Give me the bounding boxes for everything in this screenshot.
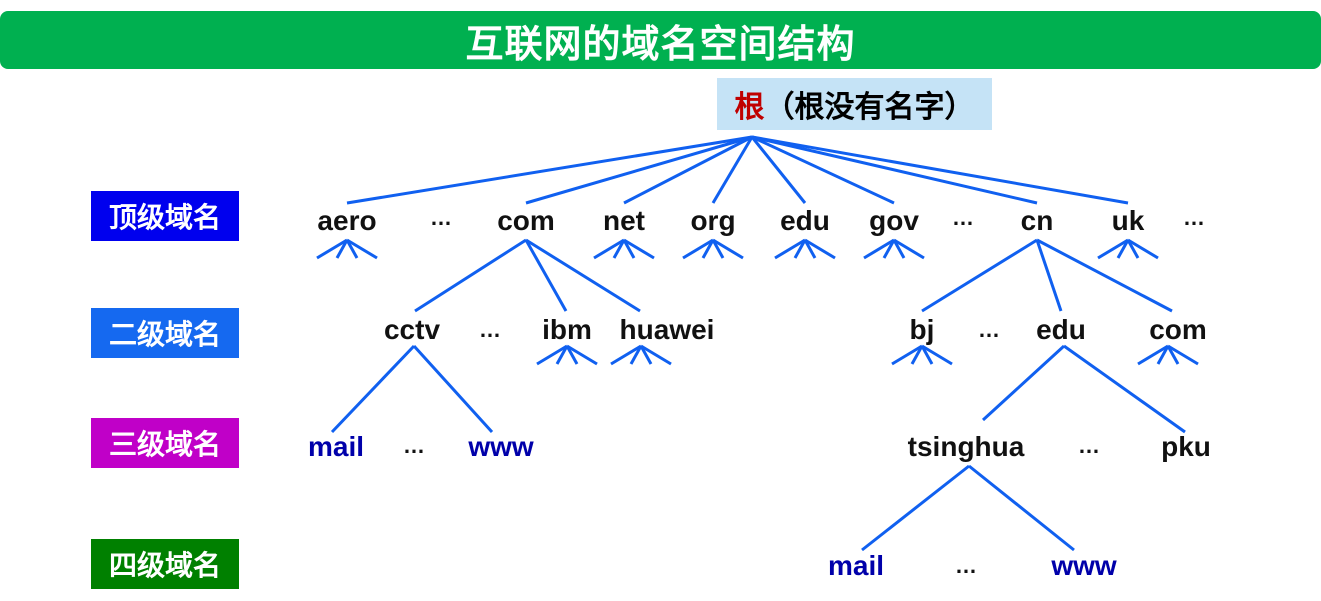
subtree-stub	[612, 239, 626, 259]
subtree-stub	[566, 344, 598, 366]
second-level-node: ibm	[542, 314, 592, 345]
fourth-level-node: www	[1051, 550, 1117, 581]
page-title: 互联网的域名空间结构	[465, 21, 856, 66]
level-label-second: 二级域名	[91, 308, 239, 358]
subtree-stub	[882, 239, 896, 259]
root-edge	[751, 135, 895, 205]
subtree-stub	[639, 345, 653, 365]
root-note: （根没有名字）	[764, 90, 975, 125]
fourth-level-node: mail	[827, 550, 885, 581]
root-edge	[751, 135, 1129, 205]
ellipsis: …	[430, 205, 452, 230]
second-level-node: cctv	[383, 314, 441, 345]
subtree-stub	[555, 345, 569, 365]
subtree-stub	[335, 239, 349, 259]
root-label: 根	[734, 90, 765, 125]
subtree-stub	[910, 345, 924, 365]
third-level-node: tsinghua	[907, 431, 1025, 462]
title-banner: 互联网的域名空间结构	[0, 11, 1321, 69]
com-edge	[525, 238, 641, 313]
top-level-node: com	[497, 205, 555, 236]
subtree-stub	[920, 345, 934, 365]
edu-edge	[981, 344, 1066, 422]
level-label-top: 顶级域名	[91, 191, 239, 241]
third-level-node: mail	[307, 431, 365, 462]
root-edge	[525, 135, 753, 205]
subtree-stub	[345, 239, 359, 259]
subtree-stub	[921, 344, 953, 366]
root-edge	[711, 136, 754, 204]
subtree-stub	[712, 238, 744, 260]
subtree-stub	[536, 344, 568, 366]
subtree-stub	[610, 344, 642, 366]
subtree-stub	[629, 345, 643, 365]
ellipsis: …	[403, 433, 425, 458]
edu-edge	[1063, 344, 1186, 434]
subtree-stub	[1167, 344, 1199, 366]
ellipsis: …	[955, 553, 977, 578]
subtree-stub	[891, 344, 923, 366]
ellipsis: …	[1078, 433, 1100, 458]
tsinghua-edge	[968, 464, 1075, 552]
second-level-node: huawei	[619, 314, 715, 345]
cn-edge	[1036, 238, 1173, 313]
ellipsis: …	[479, 317, 501, 342]
ellipsis: …	[952, 205, 974, 230]
subtree-stub	[1156, 345, 1170, 365]
root-node: 根（根没有名字）	[717, 78, 992, 130]
root-edge	[346, 135, 753, 205]
subtree-stub	[1127, 238, 1159, 260]
com-edge	[414, 238, 527, 313]
com-edge	[524, 239, 568, 312]
top-level-node: aero	[317, 205, 377, 236]
cn-edge	[921, 238, 1038, 313]
ellipsis: …	[1183, 205, 1205, 230]
top-level-node: net	[603, 205, 645, 236]
subtree-stub	[593, 238, 625, 260]
root-edge	[623, 135, 753, 205]
level-label-fourth: 四级域名	[91, 539, 239, 589]
third-level-node: pku	[1161, 431, 1211, 462]
subtree-stub	[346, 238, 378, 260]
subtree-stub	[863, 238, 895, 260]
subtree-stub	[1116, 239, 1130, 259]
subtree-stub	[893, 238, 925, 260]
top-level-node: uk	[1111, 205, 1145, 236]
subtree-stub	[1097, 238, 1129, 260]
subtree-stub	[1137, 344, 1169, 366]
root-edge	[751, 135, 1038, 205]
tsinghua-edge	[861, 464, 970, 552]
subtree-stub	[711, 239, 725, 259]
cctv-edge	[330, 344, 416, 434]
root-edge	[750, 136, 807, 204]
top-level-node: edu	[780, 205, 830, 236]
top-level-node: gov	[869, 205, 919, 236]
second-level-node: com	[1149, 314, 1207, 345]
subtree-stub	[793, 239, 807, 259]
top-level-node: cn	[1020, 205, 1054, 236]
subtree-stub	[892, 239, 906, 259]
subtree-stub	[1126, 239, 1140, 259]
subtree-stub	[701, 239, 715, 259]
cctv-edge	[412, 344, 494, 434]
top-level-node: org	[690, 205, 736, 236]
subtree-stub	[623, 238, 655, 260]
third-level-node: www	[468, 431, 534, 462]
subtree-stub	[774, 238, 806, 260]
subtree-stub	[682, 238, 714, 260]
cn-edge	[1035, 239, 1063, 312]
subtree-stub	[804, 238, 836, 260]
subtree-stub	[803, 239, 817, 259]
subtree-stub	[1166, 345, 1180, 365]
level-label-third: 三级域名	[91, 418, 239, 468]
subtree-stub	[316, 238, 348, 260]
subtree-stub	[640, 344, 672, 366]
ellipsis: …	[978, 317, 1000, 342]
second-level-node: edu	[1036, 314, 1086, 345]
second-level-node: bj	[909, 314, 935, 345]
subtree-stub	[622, 239, 636, 259]
subtree-stub	[565, 345, 579, 365]
